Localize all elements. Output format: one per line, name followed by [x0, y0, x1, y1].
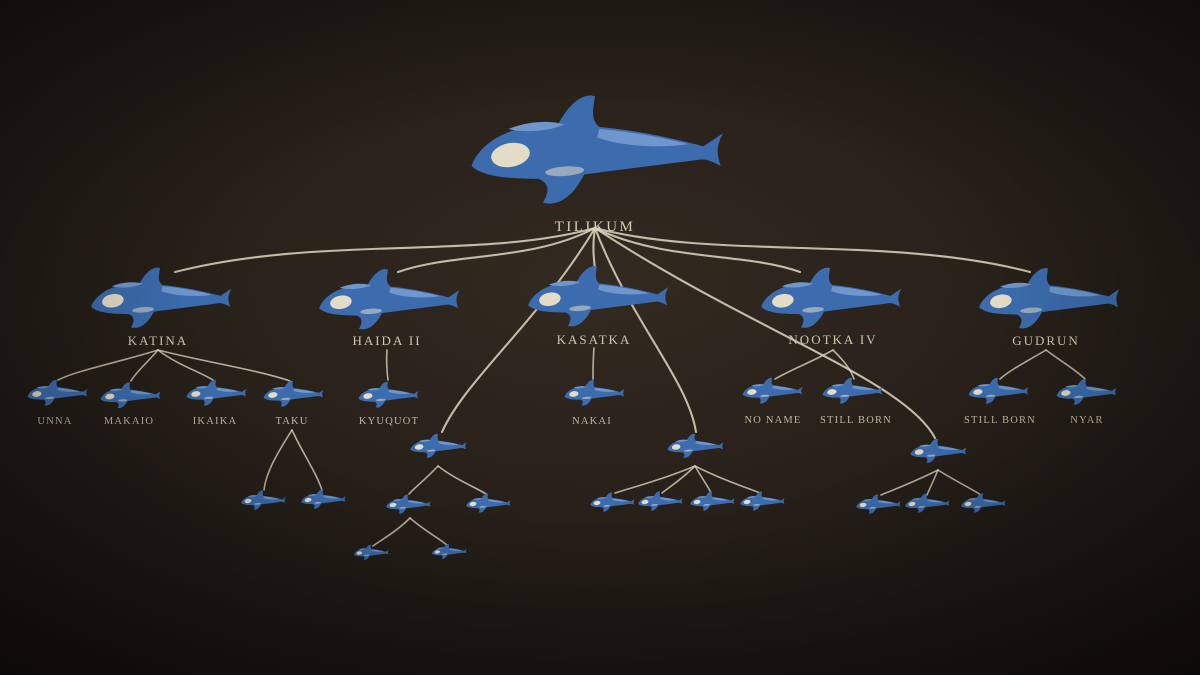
connector-line [157, 349, 214, 381]
connector-line [592, 347, 595, 380]
orca-node-still-born-gudrun: STILL BORN [964, 377, 1036, 426]
connector-line [372, 517, 411, 547]
connector-line [937, 469, 982, 496]
connector-line [593, 226, 1032, 274]
orca-icon [358, 381, 419, 408]
orca-nodes-unlabeled-row5 [353, 543, 467, 560]
orca-label: NYAR [1070, 415, 1103, 426]
orca-icon [319, 269, 460, 330]
orca-node-katina: KATINA [91, 267, 232, 348]
orca-label: NO NAME [744, 415, 801, 426]
orca-icon-unlabeled [353, 544, 389, 560]
orca-label: TILIKUM [555, 219, 636, 235]
orca-node-nyar: NYAR [1056, 378, 1117, 426]
orca-label: UNNA [37, 416, 72, 427]
orca-label: STILL BORN [820, 415, 892, 426]
orca-icon [822, 377, 883, 404]
orca-nodes-unlabeled-row4 [241, 489, 1006, 514]
connector-line [291, 429, 323, 491]
orca-label: NAKAI [572, 416, 612, 427]
orca-icon-unlabeled [301, 489, 346, 509]
orca-label: KYUQUOT [359, 416, 419, 427]
orca-label: HAIDA II [352, 333, 421, 348]
orca-node-gudrun: GUDRUN [979, 268, 1120, 348]
orca-nodes-unlabeled-mid [410, 433, 967, 463]
orca-icon [27, 379, 88, 406]
orca-icon [528, 266, 669, 327]
orca-node-kasatka: KASATKA [528, 266, 669, 347]
orca-icon-unlabeled [241, 490, 286, 510]
orca-icon [1056, 378, 1117, 405]
orca-label: NOOTKA IV [788, 332, 877, 347]
connector-line [774, 349, 834, 380]
orca-icon-unlabeled [905, 493, 950, 513]
orca-icon-unlabeled [910, 438, 967, 463]
orca-icon-unlabeled [410, 433, 467, 458]
orca-label: KATINA [128, 333, 188, 348]
orca-icon [186, 379, 247, 406]
connector-line [408, 465, 439, 495]
orca-label: IKAIKA [193, 416, 238, 427]
orca-icon-unlabeled [667, 433, 724, 458]
connector-line [385, 349, 389, 381]
connector-line [593, 226, 937, 440]
orca-icon [742, 377, 803, 404]
orca-icon-unlabeled [466, 493, 511, 513]
orca-node-unna: UNNA [27, 379, 88, 427]
connector-line [661, 465, 696, 494]
orca-label: GUDRUN [1012, 333, 1080, 348]
orca-icon-unlabeled [590, 492, 635, 512]
orca-label: KASATKA [557, 332, 632, 347]
orca-node-makaio: MAKAIO [100, 382, 161, 427]
orca-icon-unlabeled [740, 491, 785, 511]
connector-line [999, 349, 1047, 380]
orca-icon [91, 267, 232, 328]
orca-node-kyuquot: KYUQUOT [358, 381, 419, 427]
orca-node-haida-ii: HAIDA II [319, 269, 460, 348]
connector-line [694, 465, 761, 494]
orca-node-nakai: NAKAI [564, 379, 625, 427]
orca-icon-unlabeled [961, 493, 1006, 513]
connector-line [157, 349, 291, 382]
orca-icon [564, 379, 625, 406]
connector-line [832, 349, 855, 380]
orca-icon [979, 268, 1120, 329]
orca-icon-unlabeled [431, 543, 467, 559]
connector-line [1045, 349, 1086, 380]
orca-icon [761, 267, 902, 328]
orca-node-no-name: NO NAME [742, 377, 803, 426]
connector-line [263, 429, 293, 491]
orca-icon-unlabeled [386, 494, 431, 514]
connector-line [409, 517, 449, 547]
orca-node-taku: TAKU [263, 380, 324, 427]
orca-label: STILL BORN [964, 415, 1036, 426]
connector-line [57, 349, 159, 381]
orca-label: TAKU [275, 416, 308, 427]
orca-icon-unlabeled [856, 494, 901, 514]
connector-line [614, 465, 696, 494]
orca-icon [263, 380, 324, 407]
orca-node-still-born-nootka: STILL BORN [820, 377, 892, 426]
orca-node-tilikum: TILIKUM [471, 95, 723, 235]
orca-icon [471, 95, 723, 204]
orca-icon [968, 377, 1029, 404]
orca-icon-unlabeled [638, 491, 683, 511]
connector-line [437, 465, 487, 495]
orca-label: MAKAIO [104, 416, 154, 427]
orca-icon [100, 382, 161, 409]
orca-node-ikaika: IKAIKA [186, 379, 247, 427]
orca-icon-unlabeled [690, 491, 735, 511]
